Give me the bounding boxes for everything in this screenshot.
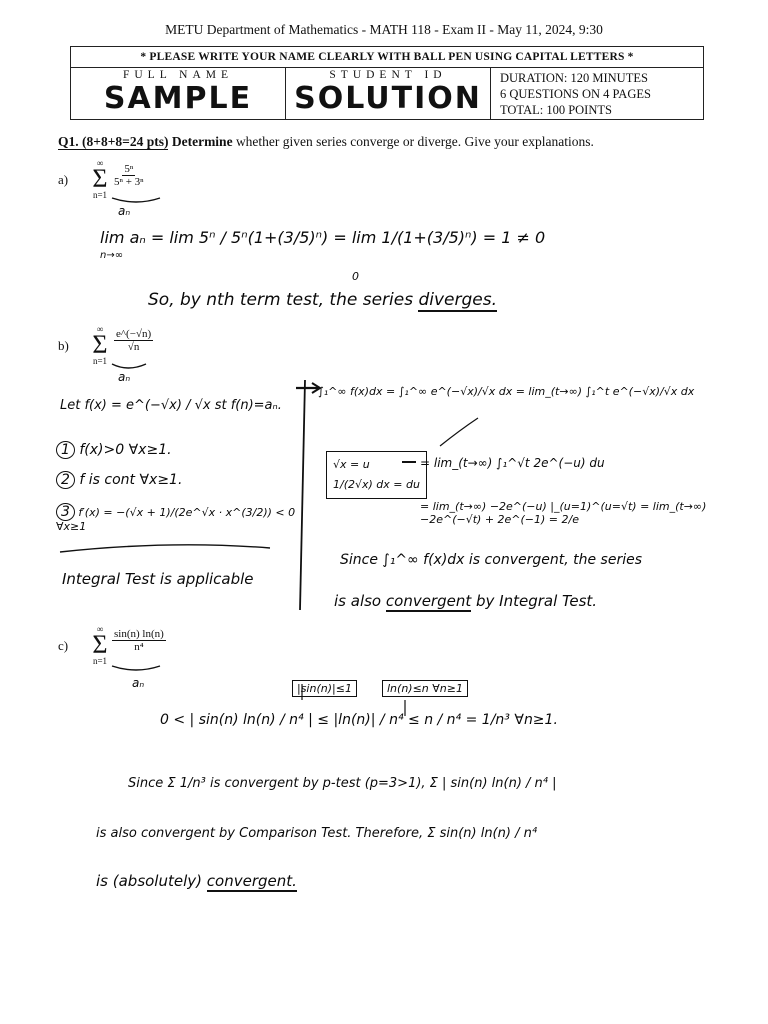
question-verb: Determine (171, 134, 233, 149)
part-a-limit: lim aₙ = lim 5ⁿ / 5ⁿ(1+(3/5)ⁿ) = lim 1/(… (100, 228, 546, 247)
part-b-let: Let f(x) = e^(−√x) / √x st f(n)=aₙ. (60, 398, 282, 413)
condition-2: 2 f is cont ∀x≥1. (56, 471, 182, 489)
series-c-term: sin(n) ln(n)n⁴ (112, 628, 166, 653)
part-a-zero: 0 (352, 270, 359, 283)
part-b-conclusion: is also convergent by Integral Test. (334, 592, 598, 612)
sum-upper: ∞ (96, 624, 104, 634)
exam-info-cell: DURATION: 120 MINUTES 6 QUESTIONS ON 4 P… (491, 68, 703, 119)
part-a-label: a) (58, 172, 69, 187)
sum-upper: ∞ (96, 324, 104, 334)
exam-header-title: METU Department of Mathematics - MATH 11… (165, 22, 603, 37)
part-a-conclusion: So, by nth term test, the series diverge… (148, 290, 498, 312)
exam-info: DURATION: 120 MINUTES 6 QUESTIONS ON 4 P… (500, 70, 651, 118)
condition-1: 1 f(x)>0 ∀x≥1. (56, 441, 172, 459)
question-label: Q1. (8+8+8=24 pts) (58, 134, 169, 150)
series-b-term: e^(−√n)√n (114, 328, 154, 353)
full-name-value: SAMPLE (103, 81, 253, 116)
full-name-label: FULL NAME (122, 69, 234, 81)
sum-lower: n=1 (92, 656, 108, 666)
condition-3: 3 f′(x) = −(√x + 1)/(2e^√x · x^(3/2)) < … (56, 503, 296, 533)
an-label: aₙ (132, 676, 145, 690)
part-c-label: c) (58, 638, 69, 653)
part-c-comparison: is also convergent by Comparison Test. T… (96, 826, 538, 841)
sum-lower: n=1 (92, 190, 108, 200)
sigma-icon: Σ (92, 330, 108, 359)
part-c-since: Since Σ 1/n³ is convergent by p-test (p=… (128, 776, 557, 791)
integral-test-applicable: Integral Test is applicable (62, 570, 254, 588)
student-id-value: SOLUTION (294, 81, 482, 116)
substitution-box: √x = u 1/(2√x) dx = du (326, 451, 427, 499)
bound-box-ln: ln(n)≤n ∀n≥1 (382, 680, 468, 697)
question-1-heading: Q1. (8+8+8=24 pts) Determine whether giv… (58, 134, 594, 150)
sigma-icon: Σ (92, 630, 108, 659)
student-info-box: * PLEASE WRITE YOUR NAME CLEARLY WITH BA… (70, 46, 704, 120)
integral-step-3: = lim_(t→∞) −2e^(−u) |_(u=1)^(u=√t) = li… (420, 500, 707, 526)
questions-text: 6 QUESTIONS ON 4 PAGES (500, 87, 651, 101)
part-b-since: Since ∫₁^∞ f(x)dx is convergent, the ser… (340, 552, 642, 568)
question-prompt: whether given series converge or diverge… (235, 134, 594, 149)
sigma-icon: Σ (92, 164, 108, 193)
part-c-inequality: 0 < | sin(n) ln(n) / n⁴ | ≤ |ln(n)| / n⁴… (160, 712, 558, 728)
student-id-label: STUDENT ID (329, 69, 447, 81)
bound-box-sin: |sin(n)|≤1 (292, 680, 357, 697)
integral-step-2: = lim_(t→∞) ∫₁^√t 2e^(−u) du (420, 456, 605, 470)
duration-text: DURATION: 120 MINUTES (500, 71, 648, 85)
student-id-cell: STUDENT ID SOLUTION (286, 68, 491, 119)
an-label: aₙ (118, 204, 131, 218)
part-c-conclusion: is (absolutely) convergent. (96, 872, 297, 892)
instruction-notice: * PLEASE WRITE YOUR NAME CLEARLY WITH BA… (71, 47, 703, 68)
part-b-label: b) (58, 338, 69, 353)
an-label: aₙ (118, 370, 131, 384)
part-a-limit-sub: n→∞ (100, 250, 124, 261)
sum-lower: n=1 (92, 356, 108, 366)
total-text: TOTAL: 100 POINTS (500, 103, 612, 117)
integral-step-1: ∫₁^∞ f(x)dx = ∫₁^∞ e^(−√x)/√x dx = lim_(… (318, 385, 695, 398)
full-name-cell: FULL NAME SAMPLE (71, 68, 286, 119)
sum-upper: ∞ (96, 158, 104, 168)
